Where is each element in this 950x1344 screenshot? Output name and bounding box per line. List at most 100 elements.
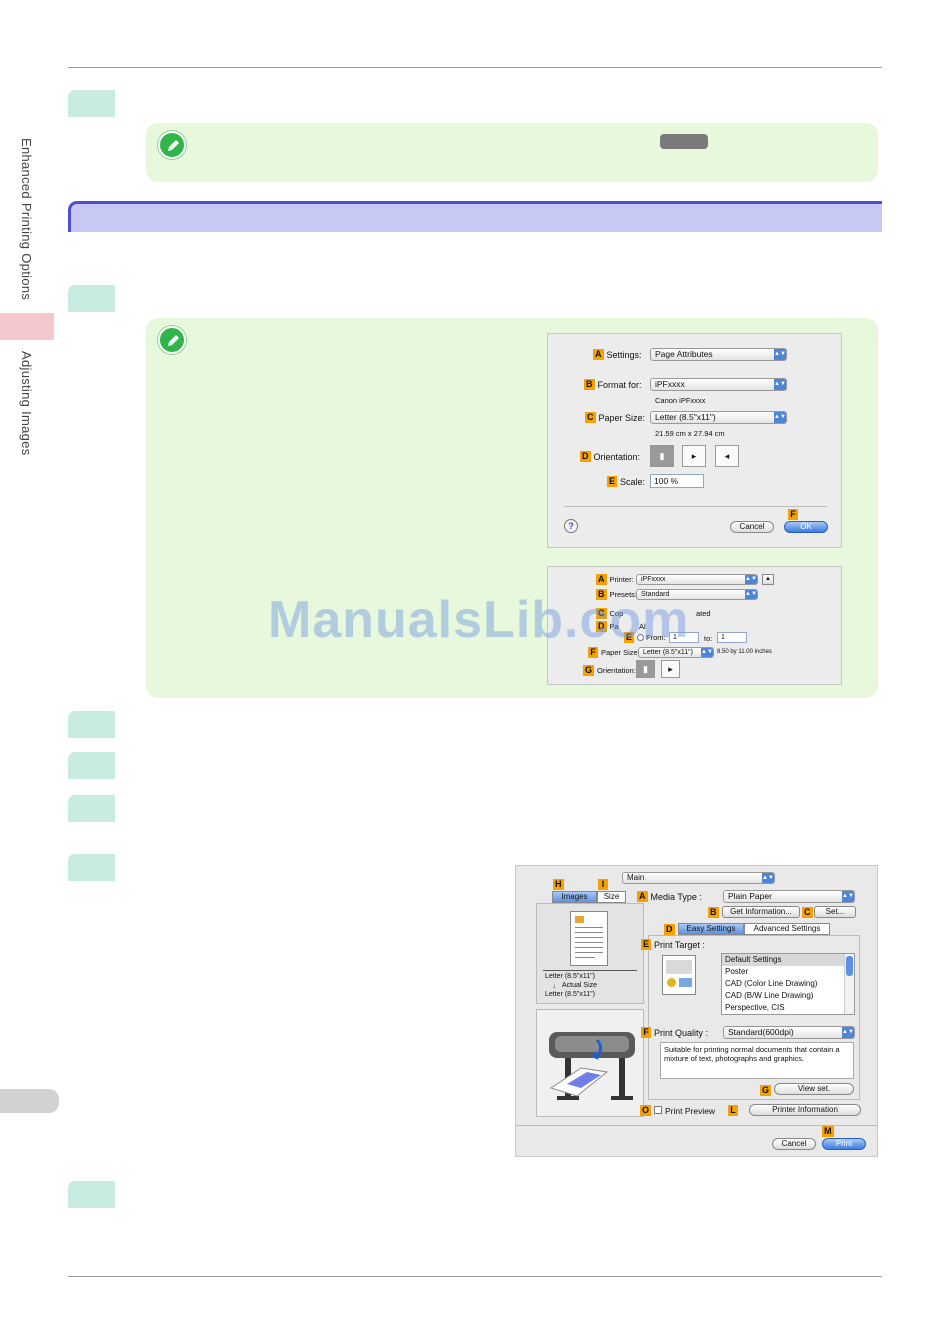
settings-popup[interactable]: Page Attributes▲▼ [650, 348, 787, 361]
image-thumbnail-icon [575, 916, 584, 923]
step-marker [68, 711, 115, 738]
divider [516, 1125, 877, 1126]
step-marker [68, 1181, 115, 1208]
cancel-button[interactable]: Cancel [730, 521, 774, 533]
from-label: From: [646, 633, 666, 642]
image-thumbnail-icon [679, 978, 692, 987]
chevron-updown-icon: ▲▼ [745, 590, 757, 599]
expand-dialog-icon[interactable]: ▲ [762, 574, 774, 585]
chevron-updown-icon: ▲▼ [774, 379, 786, 390]
text-line [575, 932, 603, 933]
note-box [146, 123, 878, 182]
view-set-button[interactable]: View set. [774, 1083, 854, 1095]
print-target-preview-icon [662, 955, 696, 995]
to-field[interactable]: 1 [717, 632, 747, 643]
text-line [575, 952, 603, 953]
scrollbar-thumb[interactable] [846, 956, 853, 976]
cancel-button[interactable]: Cancel [772, 1138, 816, 1150]
tab-easy-settings[interactable]: Easy Settings [678, 923, 744, 935]
callout-c: C [585, 412, 596, 423]
paper-size-popup[interactable]: Letter (8.5"x11")▲▼ [638, 647, 714, 658]
print-target-list[interactable]: Default Settings Poster CAD (Color Line … [721, 953, 855, 1015]
sidebar-page-tab [0, 1089, 59, 1113]
sidebar-chapter-label: Enhanced Printing Options [19, 138, 34, 301]
tab-size[interactable]: Size [597, 891, 626, 903]
key-button-graphic [660, 134, 708, 149]
printer-illustration-pane [536, 1009, 644, 1117]
callout-b: B [584, 379, 595, 390]
list-item[interactable]: Default Settings [722, 954, 854, 966]
step-marker [68, 90, 115, 117]
pane-value: Main [627, 873, 645, 882]
help-icon[interactable]: ? [564, 519, 578, 533]
format-for-value: iPFxxxx [655, 379, 685, 389]
callout-e: E [641, 939, 652, 950]
copies-label: Cop [609, 609, 624, 618]
tab-images[interactable]: Images [552, 891, 597, 903]
preview-scale-mode: Actual Size [562, 982, 598, 989]
from-radio[interactable] [637, 634, 644, 641]
media-type-popup[interactable]: Plain Paper ▲▼ [723, 890, 855, 903]
tab-advanced-settings[interactable]: Advanced Settings [744, 923, 830, 935]
page-preview-icon [570, 911, 608, 966]
presets-popup[interactable]: Standard▲▼ [636, 589, 758, 600]
text-line [575, 957, 595, 958]
set-button[interactable]: Set... [814, 906, 856, 918]
text-block [666, 960, 692, 974]
list-item[interactable]: Perspective, CIS [725, 1003, 785, 1012]
get-information-button[interactable]: Get Information... [722, 906, 800, 918]
note-pencil-icon [158, 326, 186, 354]
list-item[interactable]: CAD (Color Line Drawing) [725, 979, 818, 988]
step-marker [68, 795, 115, 822]
settings-label: Settings: [606, 349, 642, 360]
from-field[interactable]: 1 [669, 632, 699, 643]
portrait-orientation-icon[interactable]: ▮ [636, 660, 655, 678]
printer-popup[interactable]: iPFxxxx▲▼ [636, 574, 758, 585]
text-line [575, 927, 603, 928]
divider [543, 970, 637, 971]
print-button[interactable]: Print [822, 1138, 866, 1150]
scale-label: Scale: [620, 476, 646, 487]
step-marker [68, 854, 115, 881]
list-scrollbar[interactable] [844, 954, 854, 1014]
printer-information-button[interactable]: Printer Information [749, 1104, 861, 1116]
callout-o: O [640, 1105, 652, 1116]
pane-popup[interactable]: Main ▲▼ [622, 872, 775, 884]
preview-output-size: Letter (8.5"x11") [545, 991, 595, 998]
callout-h: H [553, 879, 564, 890]
callout-d: D [580, 451, 591, 462]
preview-source-size: Letter (8.5"x11") [545, 973, 595, 980]
print-quality-popup[interactable]: Standard(600dpi)▲▼ [723, 1026, 855, 1039]
media-type-value: Plain Paper [728, 891, 772, 901]
callout-d: D [596, 621, 607, 632]
print-quality-value: Standard(600dpi) [728, 1027, 794, 1037]
callout-e: E [624, 632, 635, 643]
large-format-printer-icon [549, 1032, 635, 1100]
callout-g: G [760, 1085, 772, 1096]
paper-size-value: Letter (8.5"x11") [643, 649, 693, 656]
list-item[interactable]: Poster [725, 967, 749, 976]
paper-size-popup[interactable]: Letter (8.5"x11")▲▼ [650, 411, 787, 424]
paper-size-inches: 8.50 by 11.00 inches [717, 649, 772, 655]
format-for-popup[interactable]: iPFxxxx ▲▼ [650, 378, 787, 391]
pages-all-label: Al [639, 622, 646, 631]
format-for-sub: Canon iPFxxxx [655, 396, 706, 405]
paper-size-label: Paper Size: [601, 648, 640, 657]
portrait-orientation-icon[interactable]: ▮ [650, 445, 674, 467]
watermark: ManualsLib.com [268, 591, 690, 649]
print-preview-label: Print Preview [665, 1106, 716, 1116]
landscape-orientation-icon[interactable]: ▸ [661, 660, 680, 678]
chevron-updown-icon: ▲▼ [762, 873, 774, 883]
print-preview-checkbox[interactable] [654, 1106, 662, 1114]
chevron-updown-icon: ▲▼ [774, 412, 786, 423]
callout-f: F [641, 1027, 651, 1038]
text-line [575, 937, 603, 938]
landscape-reverse-orientation-icon[interactable]: ◂ [715, 445, 739, 467]
landscape-orientation-icon[interactable]: ▸ [682, 445, 706, 467]
list-item[interactable]: CAD (B/W Line Drawing) [725, 991, 814, 1000]
arrow-down-icon: ↓ [552, 981, 556, 990]
scale-field[interactable]: 100 % [650, 474, 704, 488]
ok-button[interactable]: OK [784, 521, 828, 533]
text-line [575, 947, 603, 948]
chevron-updown-icon: ▲▼ [842, 891, 854, 902]
